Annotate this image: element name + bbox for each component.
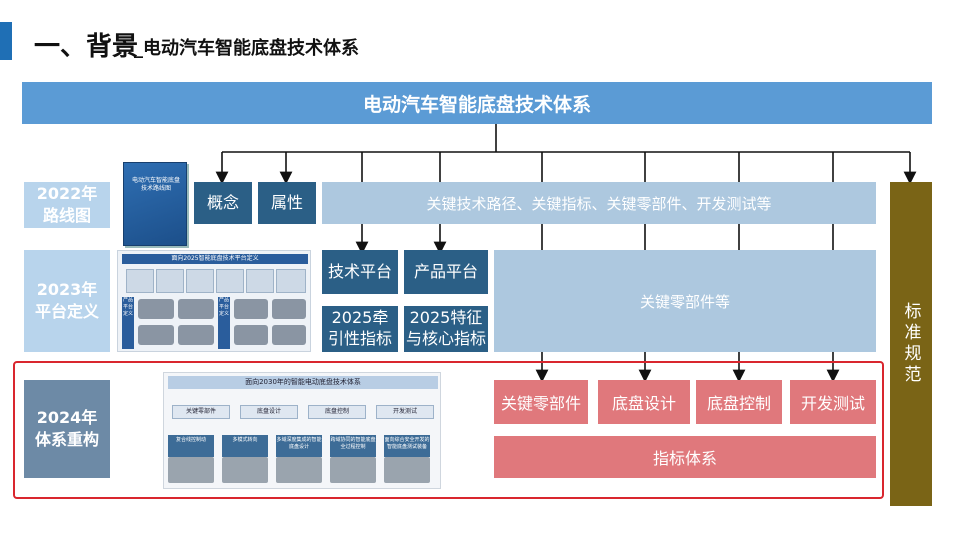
row-label-2024: 2024年 体系重构 xyxy=(24,380,110,478)
thumb-cat: 底盘设计 xyxy=(240,405,298,419)
box-key-paths: 关键技术路径、关键指标、关键零部件、开发测试等 xyxy=(322,182,876,224)
thumb-cat: 开发测试 xyxy=(376,405,434,419)
box-concept: 概念 xyxy=(194,182,252,224)
thumb-sub: 复合线控制动 xyxy=(168,435,214,457)
thumb-2023-title: 面向2025智能底盘技术平台定义 xyxy=(122,254,308,264)
title-accent-bar xyxy=(0,22,12,60)
box-tech-platform: 技术平台 xyxy=(322,250,398,294)
thumb-sub: 多域深度集成的智能 底盘设计 xyxy=(276,435,322,457)
box-index-system: 指标体系 xyxy=(494,436,876,478)
standards-bar: 标准规范 xyxy=(890,182,932,506)
box-chassis-control: 底盘控制 xyxy=(696,380,782,424)
page-title: 一、背景 xyxy=(34,32,139,62)
row-label-2023: 2023年 平台定义 xyxy=(24,250,110,352)
thumb-sub: 面向综合安全开发的 智能底盘测试装备 xyxy=(384,435,430,457)
page-subtitle: _电动汽车智能底盘技术体系 xyxy=(134,38,359,59)
book-title: 电动汽车智能底盘 技术路线图 xyxy=(131,177,180,192)
box-development-testing: 开发测试 xyxy=(790,380,876,424)
thumb-sub: 跨域协同的智能底盘 全过程控制 xyxy=(330,435,376,457)
box-2025-traction-index: 2025牵 引性指标 xyxy=(322,306,398,352)
system-framework-thumbnail: 面向2030年的智能电动底盘技术体系 关键零部件 底盘设计 底盘控制 开发测试 … xyxy=(163,372,441,489)
row-label-2022: 2022年 路线图 xyxy=(24,182,110,228)
thumb-2023-col-a: 产品 平台 定义 xyxy=(122,297,134,349)
box-chassis-design: 底盘设计 xyxy=(598,380,690,424)
thumb-cat: 底盘控制 xyxy=(308,405,366,419)
box-2025-core-index: 2025特征 与核心指标 xyxy=(404,306,488,352)
thumb-cat: 关键零部件 xyxy=(172,405,230,419)
box-key-components-2024: 关键零部件 xyxy=(494,380,588,424)
box-key-components-2023: 关键零部件等 xyxy=(494,250,876,352)
thumb-2023-col-b: 产品 平台 定义 xyxy=(218,297,230,349)
box-attribute: 属性 xyxy=(258,182,316,224)
thumb-2024-title: 面向2030年的智能电动底盘技术体系 xyxy=(168,376,438,389)
roadmap-book-cover: 电动汽车智能底盘 技术路线图 xyxy=(123,162,187,246)
thumb-sub: 多模式转向 xyxy=(222,435,268,457)
platform-definition-thumbnail: 面向2025智能底盘技术平台定义 产品 平台 定义 产品 平台 定义 xyxy=(117,250,311,352)
box-product-platform: 产品平台 xyxy=(404,250,488,294)
highlight-frame-2024 xyxy=(13,361,884,499)
system-title-bar: 电动汽车智能底盘技术体系 xyxy=(22,82,932,124)
